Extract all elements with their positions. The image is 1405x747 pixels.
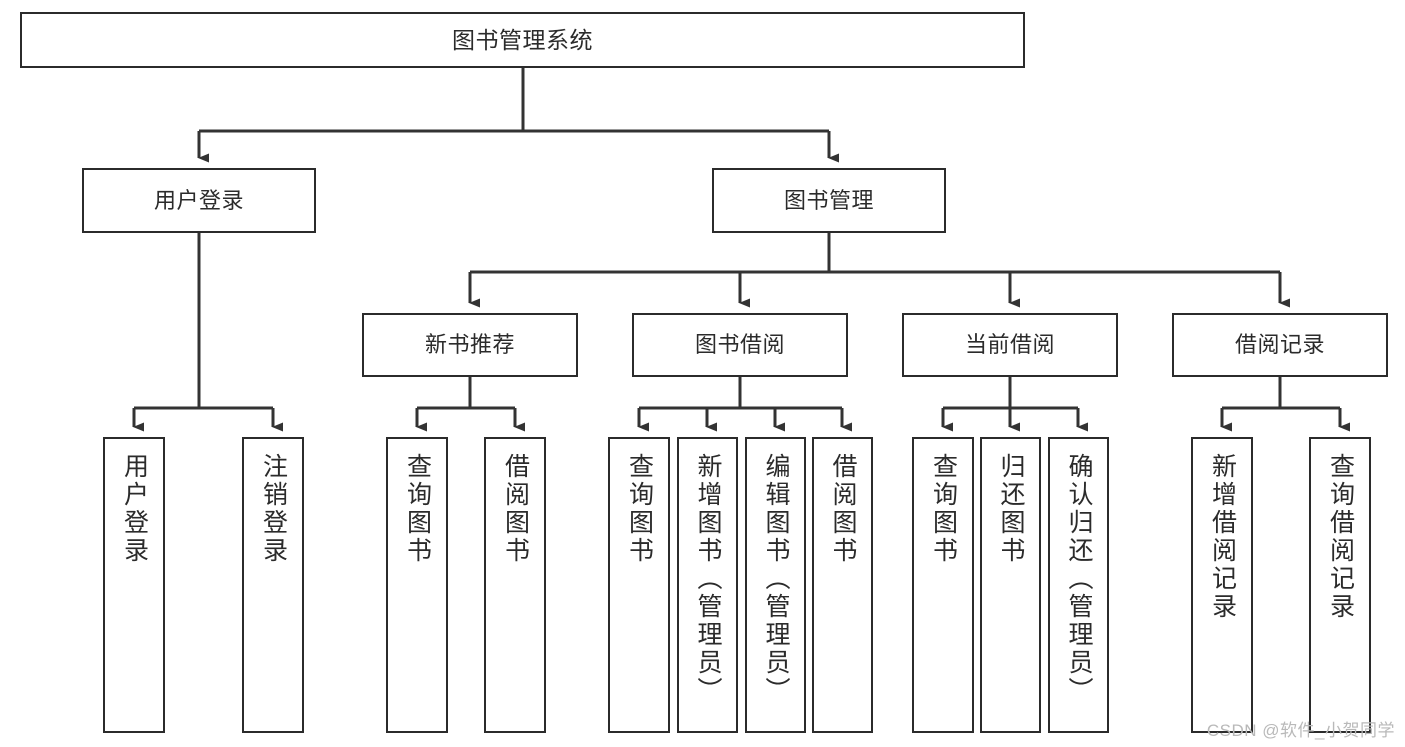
node-label: 借阅图书 [501,453,530,565]
node-label: 编辑图书（管理员） [762,453,790,705]
node-borrow-record[interactable]: 借阅记录 [1172,313,1388,377]
node-leaf-return-book[interactable]: 归还图书 [980,437,1041,733]
node-leaf-add-book[interactable]: 新增图书（管理员） [677,437,738,733]
node-leaf-borrow-book-2[interactable]: 借阅图书 [812,437,873,733]
node-label: 借阅记录 [1234,332,1325,358]
node-current-borrow[interactable]: 当前借阅 [902,313,1118,377]
node-label: 查询图书 [625,453,654,565]
node-label: 图书管理 [783,187,874,213]
node-label: 查询借阅记录 [1326,453,1355,621]
node-user-login[interactable]: 用户登录 [82,168,316,233]
node-leaf-query-book-3[interactable]: 查询图书 [912,437,974,733]
node-leaf-edit-book[interactable]: 编辑图书（管理员） [745,437,806,733]
node-leaf-add-record[interactable]: 新增借阅记录 [1191,437,1253,733]
node-book-borrow[interactable]: 图书借阅 [632,313,848,377]
node-label: 用户登录 [120,453,149,565]
node-leaf-borrow-book-1[interactable]: 借阅图书 [484,437,546,733]
node-label: 归还图书 [997,453,1025,565]
node-label: 图书借阅 [694,332,785,358]
node-label: 查询图书 [403,453,432,565]
node-leaf-user-logout[interactable]: 注销登录 [242,437,304,733]
node-label: 借阅图书 [829,453,857,565]
node-leaf-query-book-2[interactable]: 查询图书 [608,437,670,733]
node-label: 注销登录 [259,453,288,565]
node-label: 用户登录 [153,187,244,213]
node-label: 查询图书 [929,453,958,565]
node-label: 图书管理系统 [452,26,593,53]
node-new-book-recommend[interactable]: 新书推荐 [362,313,578,377]
node-label: 新增借阅记录 [1208,453,1237,621]
node-root-system[interactable]: 图书管理系统 [20,12,1025,68]
node-label: 确认归还（管理员） [1065,453,1093,705]
node-label: 新书推荐 [424,332,515,358]
node-leaf-user-login[interactable]: 用户登录 [103,437,165,733]
node-book-manage[interactable]: 图书管理 [712,168,946,233]
node-leaf-query-book-1[interactable]: 查询图书 [386,437,448,733]
csdn-watermark: CSDN @软件_小贺同学 [1206,721,1395,740]
node-label: 当前借阅 [964,332,1055,358]
node-leaf-confirm-return[interactable]: 确认归还（管理员） [1048,437,1109,733]
node-label: 新增图书（管理员） [694,453,722,705]
node-leaf-query-record[interactable]: 查询借阅记录 [1309,437,1371,733]
